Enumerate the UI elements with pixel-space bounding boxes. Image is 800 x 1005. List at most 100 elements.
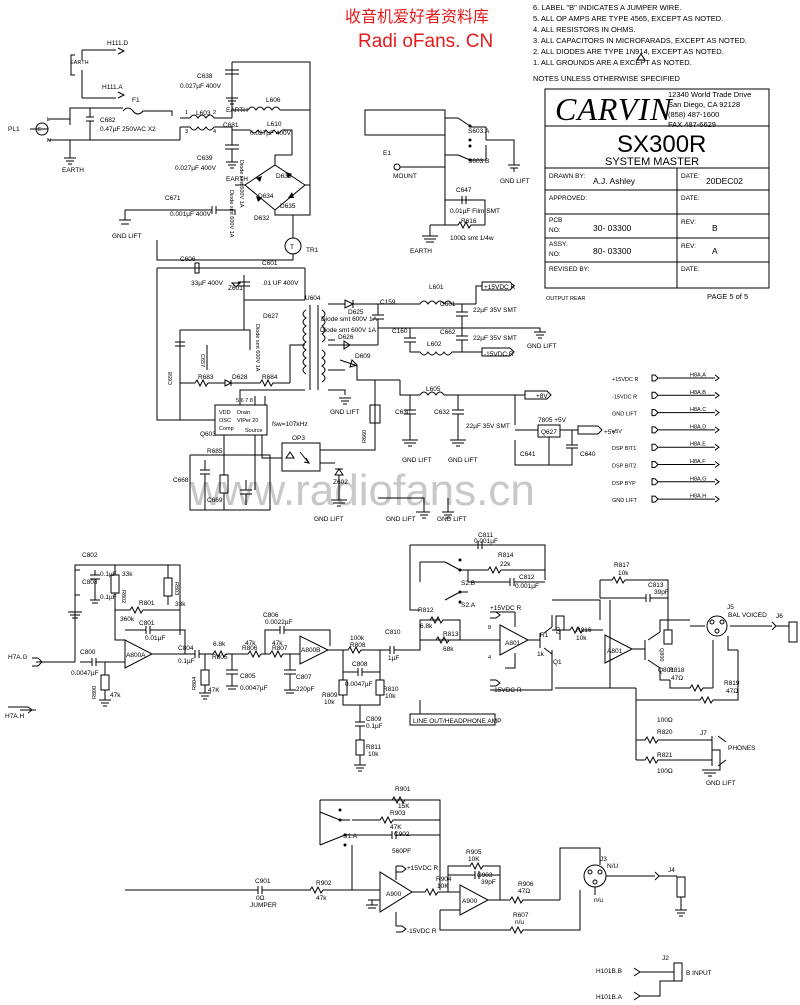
pin4: 4 (488, 655, 491, 661)
c801-label: C801 (139, 620, 155, 627)
c640-label: C640 (580, 451, 596, 458)
l603-label: L603 (196, 110, 211, 117)
d625-note: Diode smt 600V 1A (321, 316, 378, 323)
revised-by-label: REVISED BY: (549, 266, 590, 273)
h8a-conn-label: H8A.C (690, 407, 706, 413)
h101bb-label: H101B.B (596, 968, 622, 975)
r817-value: 10k (618, 570, 629, 577)
j4-label: J4 (668, 867, 675, 874)
tr1-t-label: T (290, 244, 294, 251)
r902-value: 47k (316, 895, 327, 902)
s2a-label: S2.A (461, 602, 476, 609)
r806-value: 47k (245, 640, 256, 647)
h8a-net-label: +15VDC R (612, 377, 638, 383)
title-block: CARVIN 12340 World Trade Drive San Diego… (544, 88, 770, 302)
r807-value: 47k (272, 640, 283, 647)
l601-label: L601 (429, 284, 444, 291)
note-6: 6. LABEL "B" INDICATES A JUMPER WIRE. (533, 3, 681, 12)
drawing-subtitle: SYSTEM MASTER (605, 156, 699, 168)
pcb-label: PCB (549, 217, 562, 224)
r607-value: n/u (515, 919, 524, 926)
jumper-label: JUMPER (250, 902, 277, 909)
l603-coil-icon (189, 114, 215, 131)
r804-value: 47K (208, 687, 220, 694)
r903-value: 47K (390, 824, 402, 831)
gndlift-9-label: GND LIFT (437, 516, 467, 523)
rev-value: B (712, 223, 718, 233)
notes-block: 6. LABEL "B" INDICATES A JUMPER WIRE. 5.… (533, 3, 747, 83)
tr1-label: TR1 (306, 247, 319, 254)
r905-label: R905 (466, 849, 482, 856)
op3-optocoupler-icon (281, 442, 321, 472)
c807-value: 220pF (296, 686, 314, 693)
l606-label: L606 (266, 97, 281, 104)
pl1-label: PL1 (8, 126, 20, 133)
r904-value: 10K (437, 883, 449, 890)
c902-value: 560PF (392, 848, 411, 855)
earth-1-label: EARTH (62, 167, 84, 174)
audio-section: H7A.G H7A.H C802 0.1µF C803 0.1µF 33k R8… (5, 532, 798, 787)
r904-label: R904 (436, 876, 452, 883)
c632-label: C632 (434, 409, 450, 416)
j6-jack-icon (788, 621, 798, 643)
page-number: PAGE 5 of 5 (707, 292, 748, 301)
c606-label: C606 (180, 256, 196, 263)
q1-label: Q1 (553, 659, 562, 666)
r807-label: R807 (272, 645, 288, 652)
r616-value: 100Ω smt 1/4w (450, 235, 494, 242)
pin3: 3 (185, 129, 188, 135)
r805-label: R805 (212, 654, 228, 661)
c802-label: C802 (82, 552, 98, 559)
c639-label: C639 (197, 155, 213, 162)
mount-point-icon (393, 163, 401, 171)
j3-nu-label: N/U (607, 863, 619, 870)
c606-value: 33µF 400V (191, 280, 224, 287)
output-rear-label: OUTPUT REAR (546, 296, 585, 302)
r803-value: 33k (175, 601, 186, 608)
plus8-label: +8V (536, 393, 548, 400)
r801-value: 360k (120, 616, 135, 623)
f1-label: F1 (132, 97, 140, 104)
r820-value: 100Ω (657, 717, 673, 724)
r811-label: R811 (366, 744, 381, 751)
c669-label: C669 (207, 497, 223, 504)
j6-label: J6 (776, 613, 783, 620)
pin8: 8 (488, 625, 491, 631)
gndlift-4-label: GND LIFT (330, 409, 360, 416)
bridge-rectifier-icon (244, 164, 306, 211)
h8a-wire (651, 461, 720, 468)
r684-label: R684 (262, 374, 278, 381)
s1a-label: S1.A (343, 833, 358, 840)
reg-label: 7805 +5V (538, 417, 567, 424)
title-block-frame (544, 88, 770, 289)
assy-number: 80- 03300 (593, 246, 632, 256)
h8a-wire (651, 391, 720, 399)
r905-value: 10K (468, 856, 480, 863)
c671-label: C671 (165, 195, 181, 202)
banner-english: Radi oFans. CN (358, 31, 493, 52)
c639-value: 0.027µF 400V (175, 165, 217, 172)
c682-value: 0.47µF 250VAC X2 (100, 126, 156, 133)
j5-xlr-connector-icon (706, 615, 728, 637)
drawn-by-label: DRAWN BY: (549, 173, 585, 180)
d627-label: D627 (263, 313, 279, 320)
r817-label: R817 (614, 562, 630, 569)
h7ah-label: H7A.H (5, 713, 24, 720)
r1-label: R1 (540, 632, 549, 639)
note-2: 2. ALL DIODES ARE TYPE 1N914, EXCEPT AS … (533, 47, 724, 56)
r808-value: 100k (350, 635, 365, 642)
r812-value: 6.8k (420, 623, 433, 630)
c902-label: C902 (394, 831, 410, 838)
c813-label: C813 (648, 582, 664, 589)
h8a-conn-label: H8A.A (690, 373, 706, 379)
c805-value: 0.0047µF (240, 685, 268, 692)
a801-plus15-label: +15VDC R (490, 605, 522, 612)
h8a-net-label: +5V (612, 429, 622, 435)
r616-label: R616 (461, 218, 477, 225)
assy-no-label: NO: (549, 251, 561, 258)
h101ba-label: H101B.A (596, 994, 623, 1001)
a801b-label: A801 (607, 648, 623, 655)
h8a-wire (651, 374, 720, 382)
